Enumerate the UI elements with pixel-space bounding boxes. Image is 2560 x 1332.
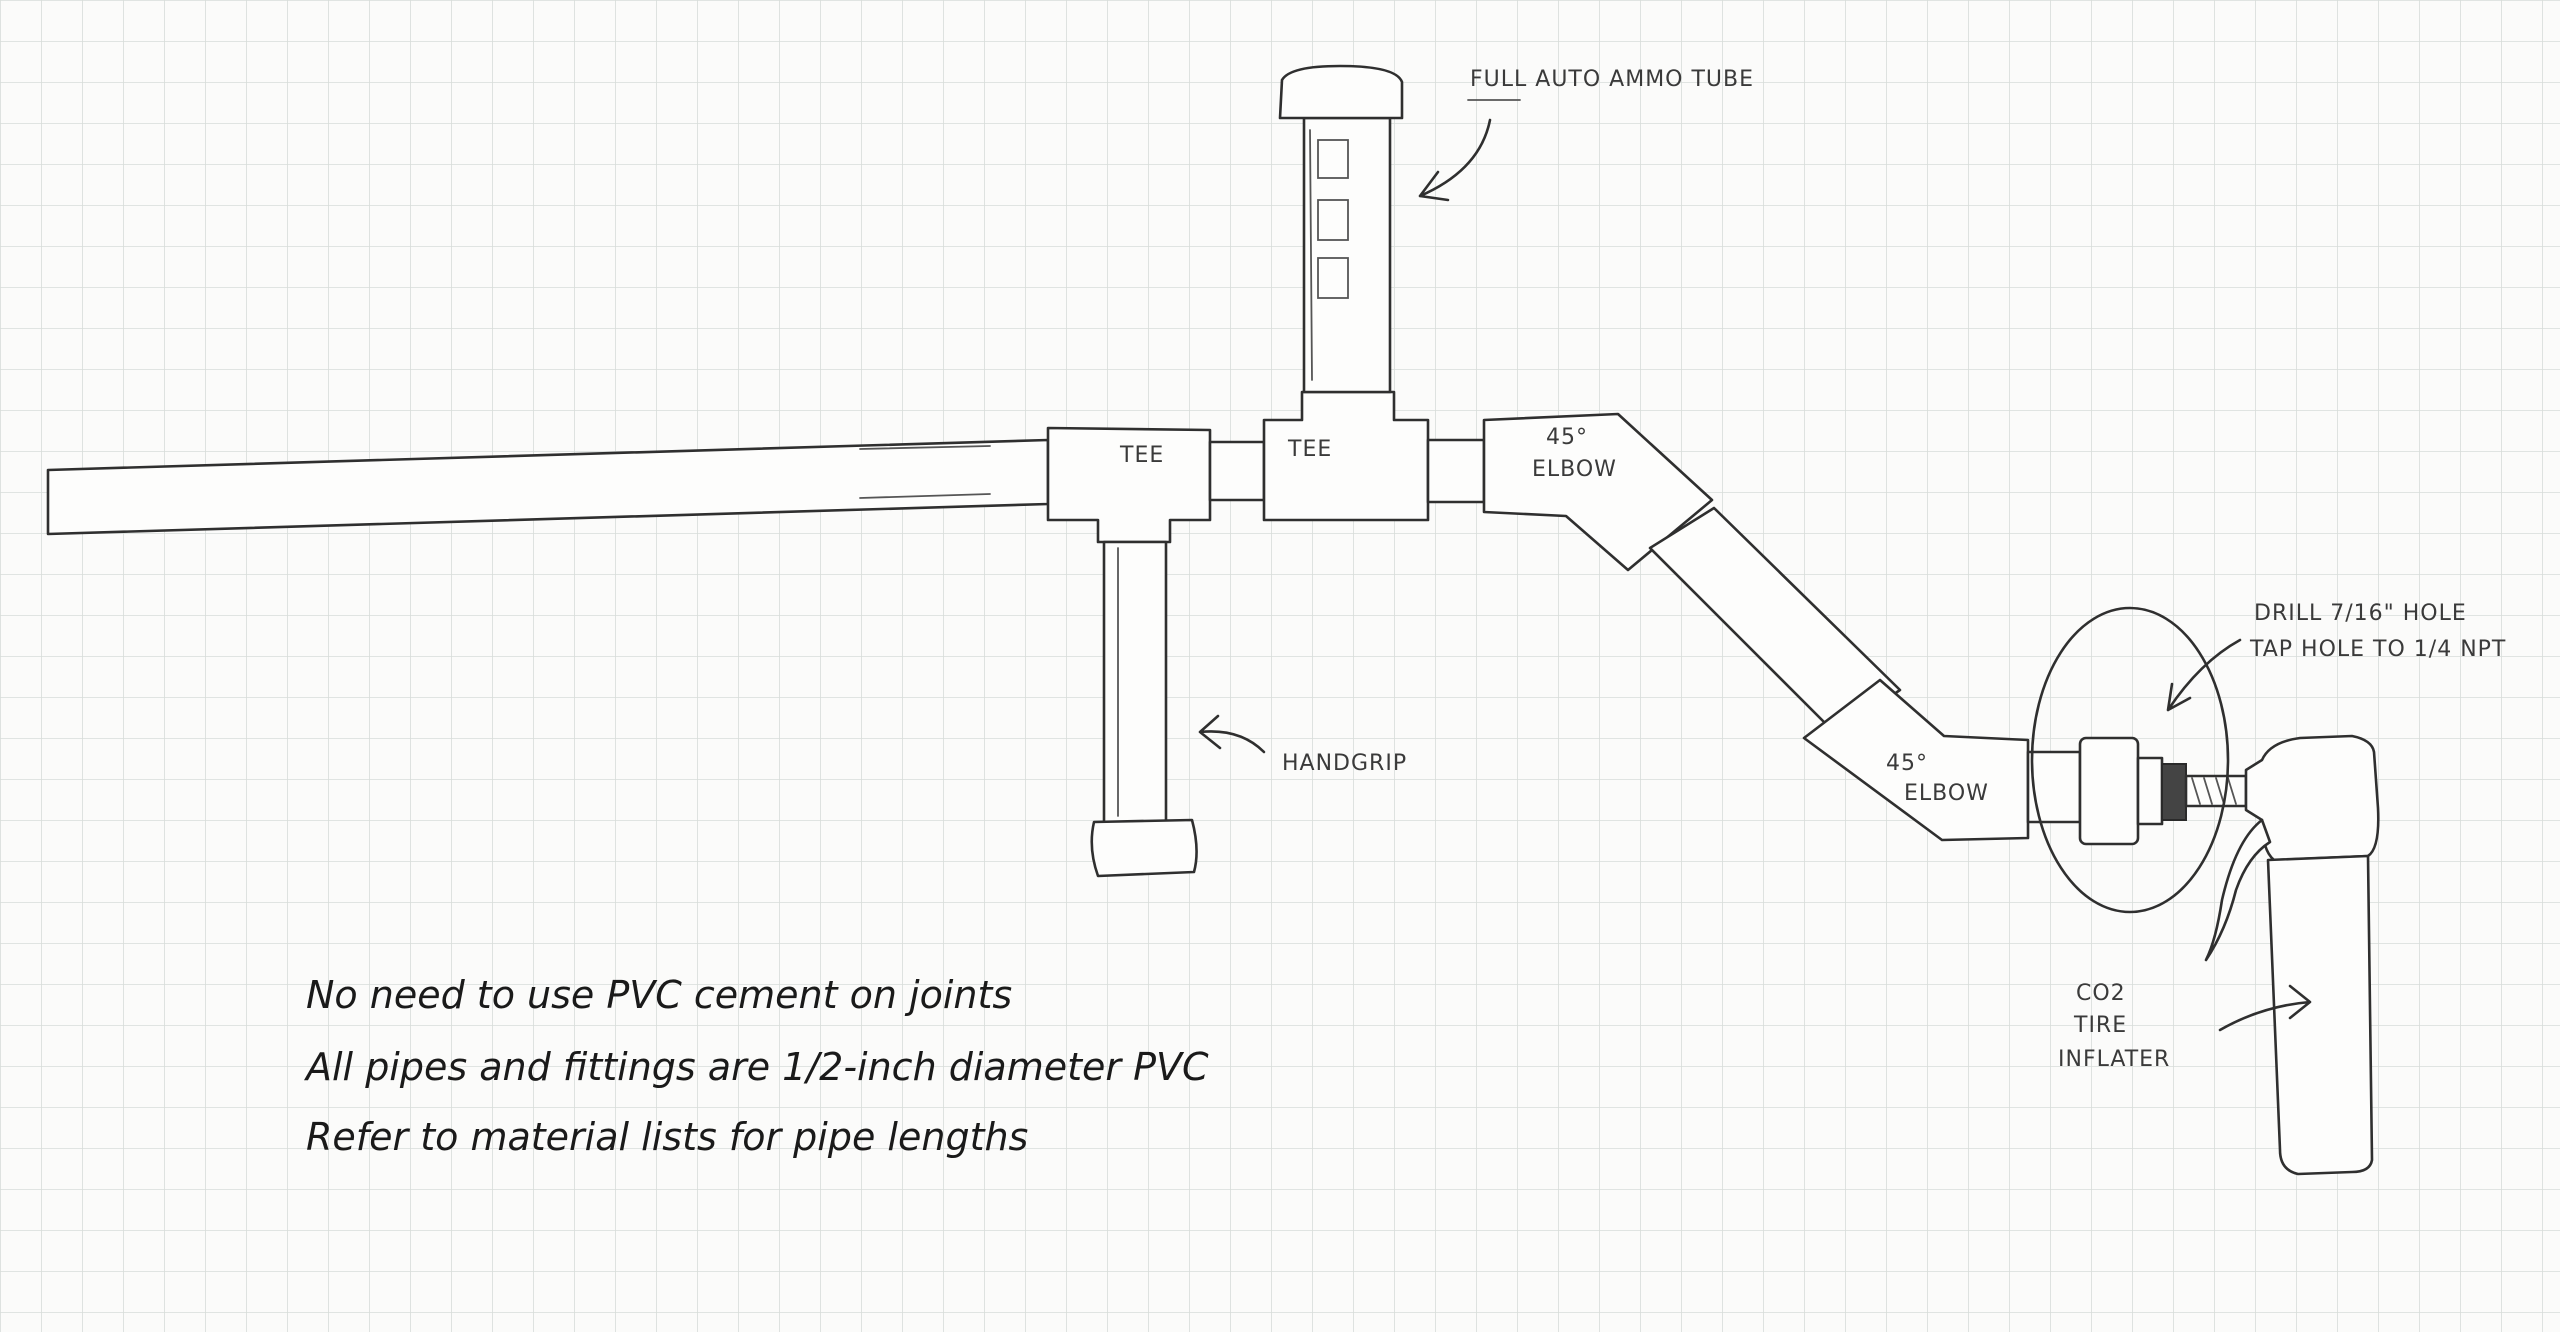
tapped-end-cap xyxy=(2078,736,2248,846)
ammo-tube-label: FULL AUTO AMMO TUBE xyxy=(1470,67,1754,92)
ammo-tube-pipe xyxy=(1302,116,1392,394)
handgrip-pipe xyxy=(1102,540,1168,824)
note-line-2: All pipes and fittings are 1/2-inch diam… xyxy=(303,1045,1209,1089)
coupler-pipe-3 xyxy=(2026,750,2082,824)
tee-left-label: TEE xyxy=(1119,443,1164,468)
inflater-label-line1: CO2 xyxy=(2076,981,2126,1006)
elbow-lower-label-1: 45° xyxy=(1886,751,1928,776)
elbow-lower-label-2: ELBOW xyxy=(1904,781,1989,806)
handgrip-arrow xyxy=(1198,714,1266,754)
diagonal-pipe xyxy=(1648,506,1902,736)
inflater-arrow xyxy=(2218,984,2312,1032)
elbow-45-upper xyxy=(1482,412,1714,572)
drill-label-line1: DRILL 7/16" HOLE xyxy=(2254,601,2467,626)
note-line-1: No need to use PVC cement on joints xyxy=(306,973,1012,1017)
handgrip-label: HANDGRIP xyxy=(1282,751,1407,776)
ammo-tube-arrow xyxy=(1418,118,1492,202)
drill-label-line2: TAP HOLE TO 1/4 NPT xyxy=(2249,637,2506,662)
tee-right-label: TEE xyxy=(1287,437,1332,462)
elbow-upper-label-2: ELBOW xyxy=(1532,457,1617,482)
tee-fitting-right xyxy=(1262,390,1430,522)
elbow-45-lower xyxy=(1802,678,2030,842)
tire-inflater xyxy=(2204,734,2380,1176)
inflater-label-line2: TIRE xyxy=(2073,1013,2127,1038)
inflater-label-line3: INFLATER xyxy=(2058,1047,2170,1072)
ammo-tube-cap xyxy=(1278,64,1404,120)
drill-highlight-circle xyxy=(2030,606,2230,914)
elbow-upper-label-1: 45° xyxy=(1546,425,1588,450)
note-line-3: Refer to material lists for pipe lengths xyxy=(306,1115,1028,1159)
handgrip-cap xyxy=(1090,818,1198,878)
coupler-pipe-2 xyxy=(1426,438,1486,504)
coupler-pipe-1 xyxy=(1208,440,1266,502)
drill-arrow xyxy=(2166,638,2242,712)
